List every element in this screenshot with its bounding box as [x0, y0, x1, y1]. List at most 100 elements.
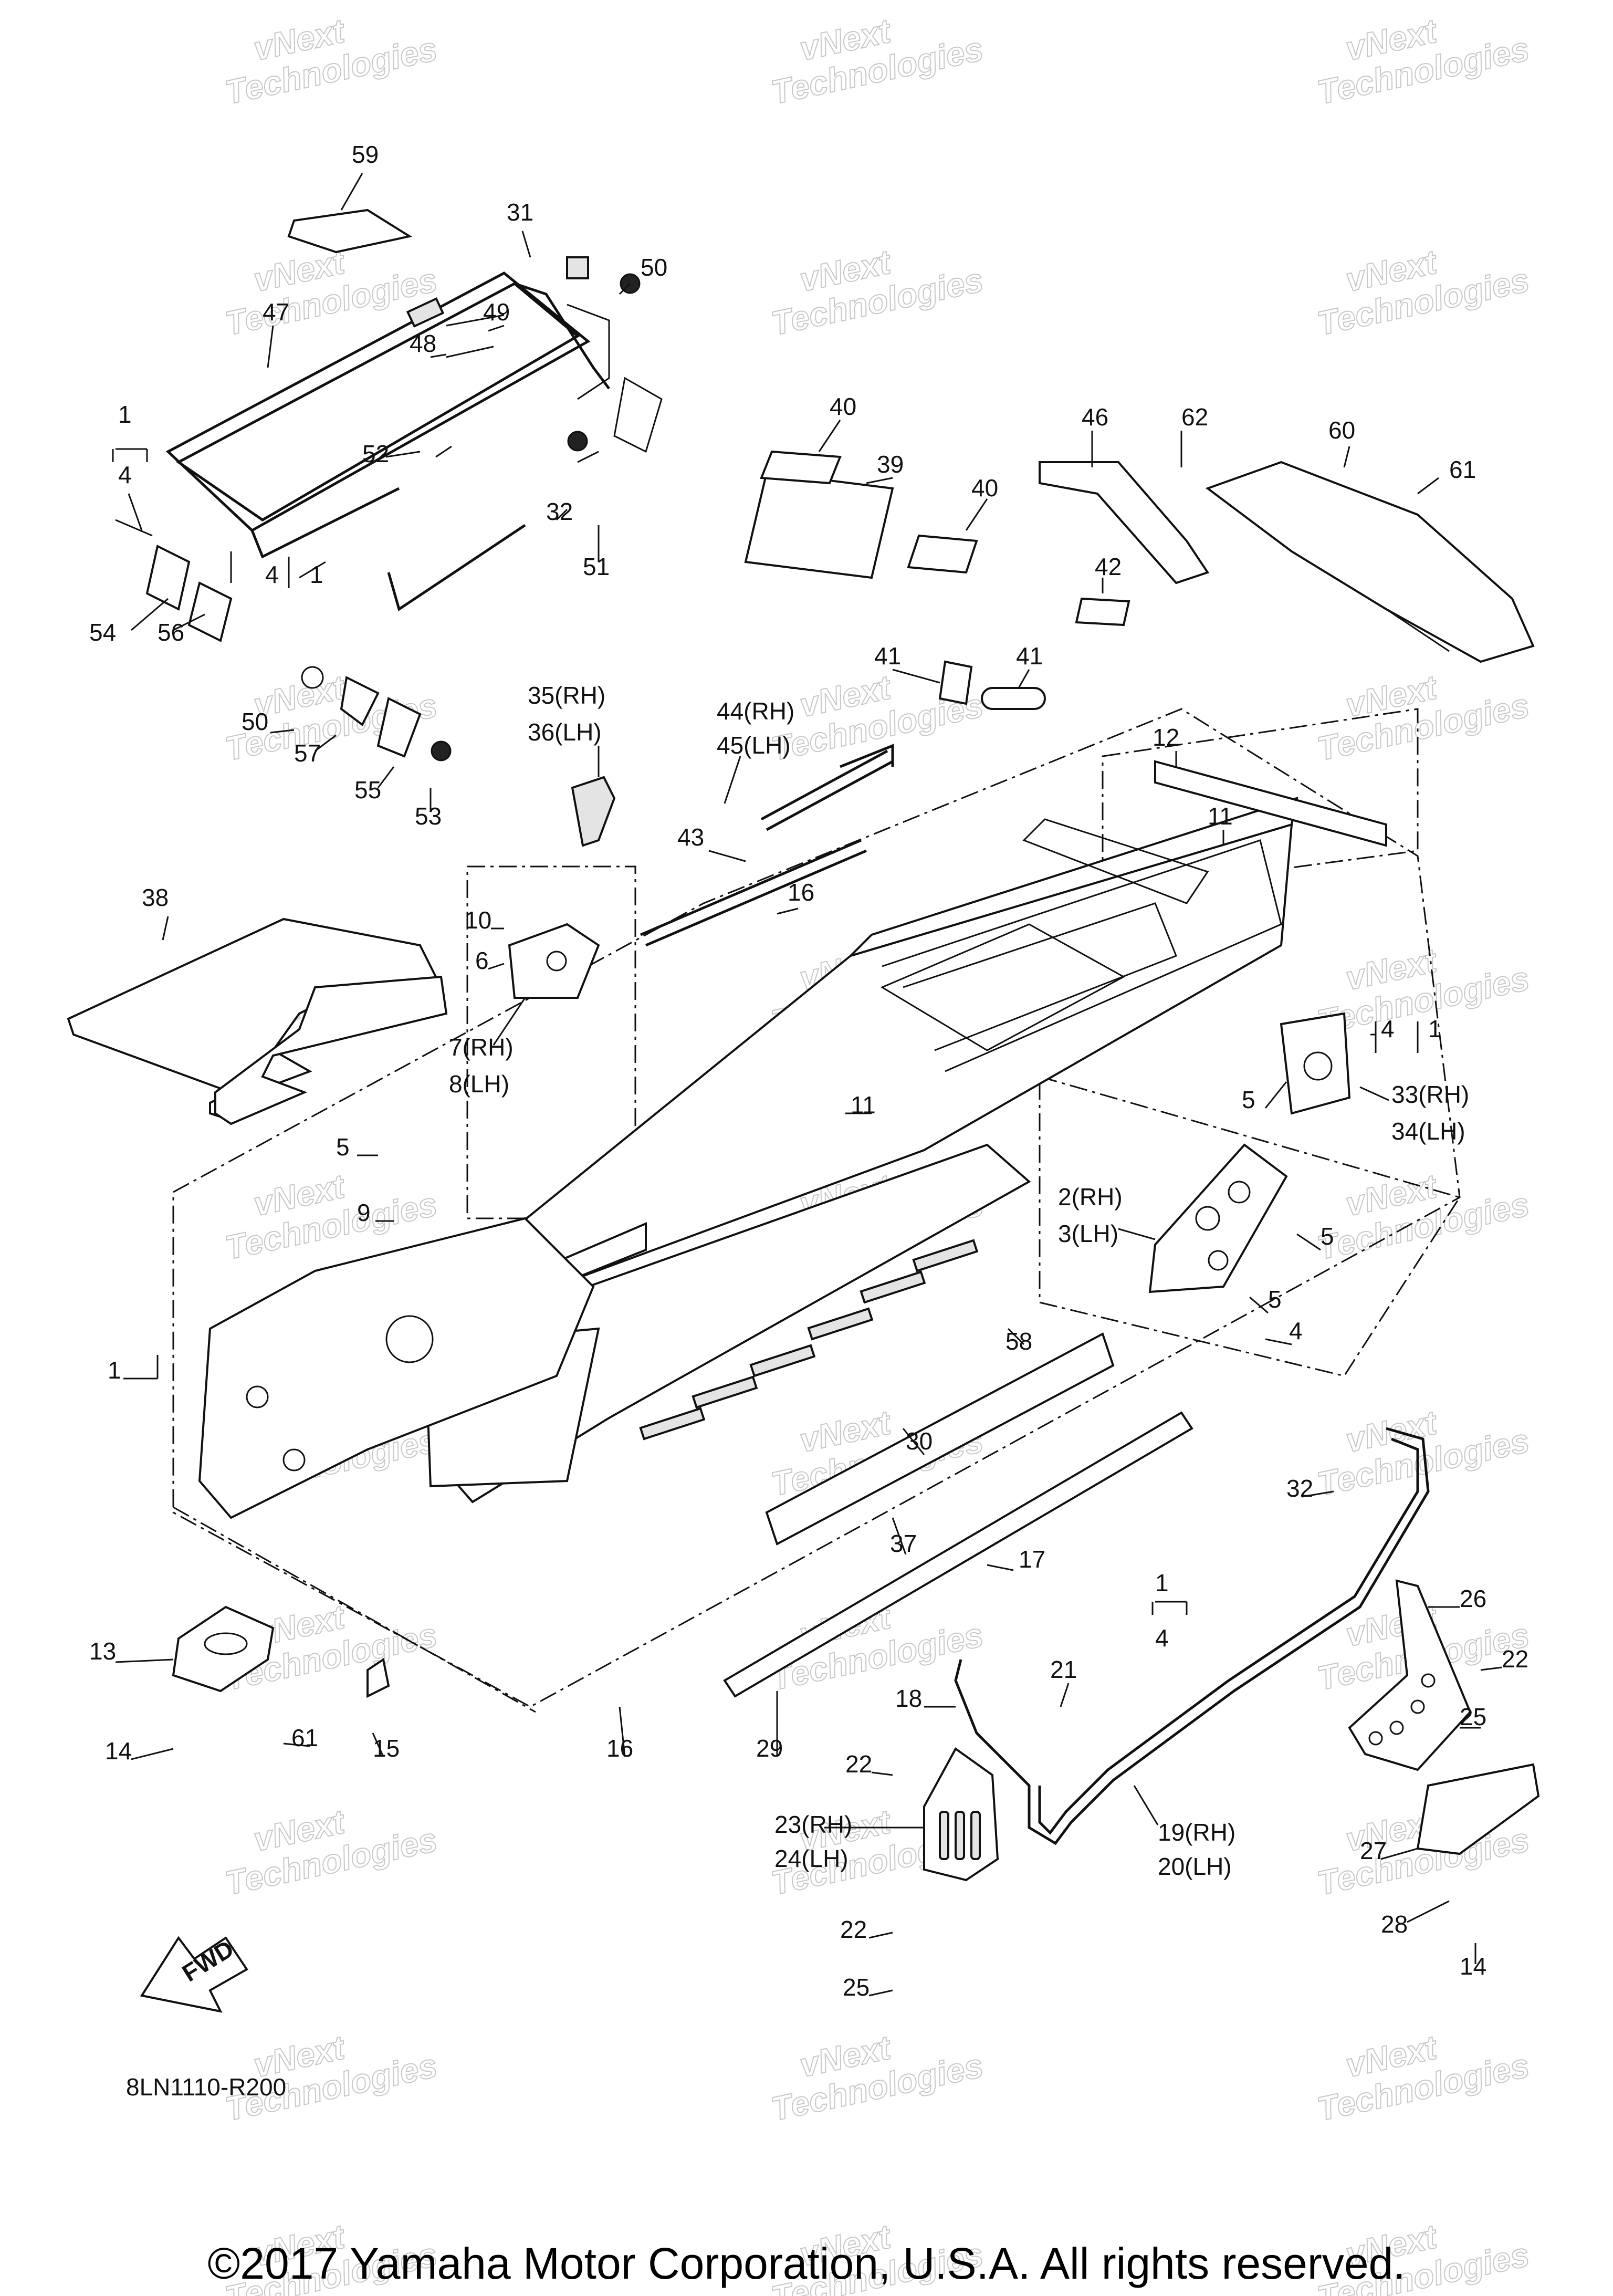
copyright-notice: ©2017 Yamaha Motor Corporation, U.S.A. A… — [207, 2239, 1406, 2288]
callout-36-lh: 36(LH) — [528, 718, 602, 746]
callout-5: 5 — [1321, 1223, 1334, 1250]
callout-48: 48 — [410, 330, 436, 357]
callout-20-lh: 20(LH) — [1158, 1853, 1232, 1880]
leader-line — [724, 756, 741, 804]
callout-35-rh: 35(RH) — [528, 682, 605, 709]
watermark: vNextTechnologies — [214, 1784, 441, 1902]
callout-34-lh: 34(LH) — [1391, 1118, 1465, 1145]
leader-line — [708, 850, 746, 862]
callout-1: 1 — [1155, 1569, 1169, 1596]
callout-11: 11 — [851, 1091, 876, 1119]
leader-line — [1480, 1666, 1502, 1671]
callout-27: 27 — [1360, 1837, 1387, 1864]
callout-60: 60 — [1328, 416, 1355, 444]
callout-38: 38 — [142, 884, 169, 911]
rack-mount-hardware — [115, 256, 641, 761]
leader-line — [521, 231, 531, 258]
callout-59: 59 — [352, 141, 379, 168]
callout-29: 29 — [756, 1735, 783, 1762]
callout-51: 51 — [583, 553, 610, 580]
callout-22: 22 — [840, 1916, 867, 1943]
leader-line — [1060, 1683, 1070, 1707]
leader-line — [270, 729, 295, 734]
callout-18: 18 — [895, 1685, 922, 1712]
callout-1: 1 — [118, 401, 132, 428]
callout-4: 4 — [265, 561, 279, 588]
leader-line — [131, 598, 169, 631]
leader-line — [267, 325, 274, 368]
callout-22: 22 — [845, 1750, 872, 1778]
rear-rack — [165, 272, 663, 611]
callout-22: 22 — [1502, 1645, 1528, 1673]
callout-43: 43 — [677, 823, 704, 851]
callout-3-lh: 3(LH) — [1058, 1220, 1118, 1247]
callout-25: 25 — [1460, 1703, 1486, 1730]
callout-10: 10 — [465, 906, 491, 934]
watermark: vNextTechnologies — [214, 0, 441, 111]
callout-17: 17 — [1019, 1546, 1045, 1573]
callout-16: 16 — [788, 879, 814, 906]
watermark: vNextTechnologies — [1306, 2010, 1533, 2128]
callout-13: 13 — [89, 1637, 116, 1665]
callout-4: 4 — [1155, 1624, 1169, 1652]
leader-line — [315, 734, 337, 752]
callout-6: 6 — [475, 947, 489, 974]
callout-11: 11 — [1208, 802, 1233, 830]
rear-frame-group-outline — [1102, 708, 1419, 894]
tunnel — [198, 760, 1387, 1519]
running-boards — [723, 1332, 1193, 1698]
leader-line — [340, 173, 363, 211]
heat-exchanger-slots — [639, 1239, 979, 1441]
leader-line — [372, 1733, 384, 1757]
leader-line — [818, 420, 841, 452]
flap-bracket-13 — [172, 1605, 390, 1698]
callout-33-rh: 33(RH) — [1391, 1081, 1469, 1108]
callout-26: 26 — [1460, 1585, 1486, 1612]
leader-line — [868, 1932, 893, 1939]
watermark: vNextTechnologies — [760, 225, 987, 342]
callout-15: 15 — [373, 1735, 400, 1762]
leader-line — [430, 353, 447, 358]
tunnel-assembly-outline — [172, 708, 1461, 1708]
side-plate-group-outline — [1039, 1076, 1461, 1377]
callout-57: 57 — [294, 739, 321, 767]
callout-40: 40 — [830, 393, 856, 420]
leader-line — [866, 477, 893, 484]
callout-61: 61 — [291, 1724, 318, 1751]
leader-line — [987, 1564, 1014, 1571]
rear-rack-group-outline — [173, 1506, 536, 1713]
leader-line — [1118, 1228, 1156, 1240]
leader-line — [1018, 669, 1030, 688]
callout-23-rh: 23(RH) — [774, 1811, 852, 1838]
callout-30: 30 — [906, 1427, 933, 1455]
callout-52: 52 — [362, 440, 389, 467]
callout-4: 4 — [118, 461, 132, 488]
leader-line — [1007, 1328, 1025, 1345]
leader-line — [162, 916, 169, 941]
rails — [640, 744, 894, 947]
rear-bumper — [954, 1427, 1430, 1845]
callout-54: 54 — [89, 619, 116, 646]
callout-32: 32 — [546, 498, 573, 525]
watermark: vNextTechnologies — [760, 2010, 987, 2128]
assembly-outlines — [172, 708, 1461, 1713]
leader-line — [173, 613, 205, 631]
leader-line — [619, 1706, 626, 1757]
callout-1: 1 — [108, 1356, 121, 1384]
leader-line — [115, 1658, 174, 1663]
callout-4: 4 — [1381, 1015, 1395, 1042]
watermark: vNextTechnologies — [760, 0, 987, 111]
leader-line — [493, 997, 526, 1046]
leader-line — [619, 283, 631, 295]
watermark: vNextTechnologies — [214, 2010, 441, 2128]
leader-line — [385, 451, 421, 458]
callout-1: 1 — [310, 561, 323, 588]
footrests — [923, 1579, 1540, 1882]
callout-4: 4 — [1289, 1317, 1303, 1344]
leader-line — [131, 1748, 174, 1760]
leader-line — [1407, 1900, 1450, 1923]
leader-line — [299, 561, 326, 579]
rear-cover-59 — [287, 208, 413, 254]
callout-44-rh: 44(RH) — [717, 697, 794, 725]
